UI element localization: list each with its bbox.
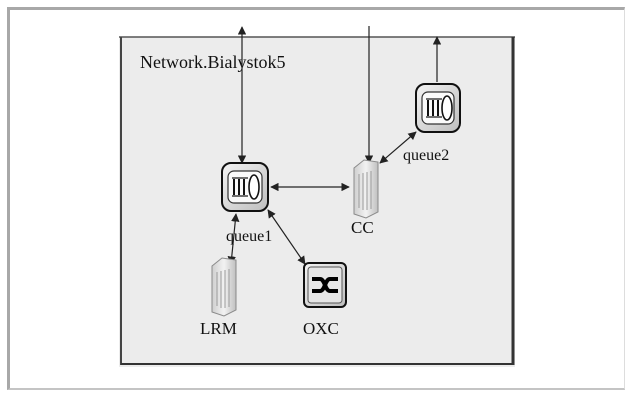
lrm-label: LRM <box>200 319 237 338</box>
server-icon <box>211 257 237 317</box>
oxc-node[interactable]: OXC <box>303 262 347 338</box>
queue2-node[interactable]: queue2 <box>403 83 461 164</box>
link-queue1-oxc <box>267 209 306 265</box>
cc-label: CC <box>351 218 374 237</box>
connections <box>227 26 442 265</box>
oxc-label: OXC <box>303 319 339 338</box>
link-cc-queue2 <box>379 131 417 164</box>
server-icon <box>353 159 379 219</box>
network-title: Network.Bialystok5 <box>140 52 286 72</box>
cc-node[interactable]: CC <box>351 159 379 237</box>
queue1-label: queue1 <box>226 228 272 245</box>
queue-icon <box>415 83 461 133</box>
lrm-node[interactable]: LRM <box>200 257 237 338</box>
queue2-label: queue2 <box>403 147 449 164</box>
queue-icon <box>221 162 269 212</box>
link-queue1-lrm <box>227 213 240 265</box>
crossconnect-icon <box>303 262 347 308</box>
queue1-node[interactable]: queue1 <box>221 162 272 245</box>
